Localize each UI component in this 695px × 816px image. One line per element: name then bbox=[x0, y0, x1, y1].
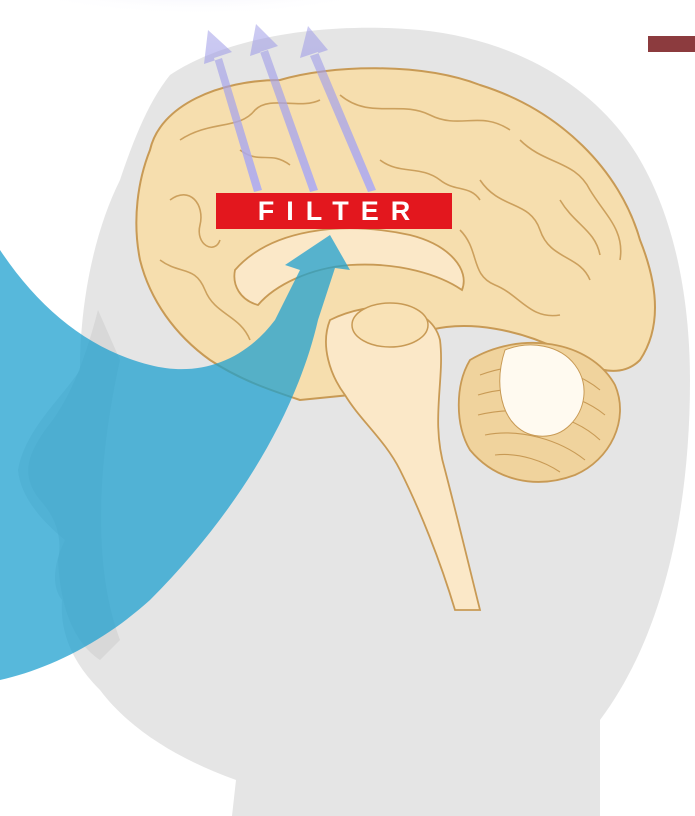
filter-label: FILTER bbox=[216, 193, 452, 229]
corner-bar bbox=[648, 36, 695, 52]
thalamus bbox=[352, 303, 428, 347]
